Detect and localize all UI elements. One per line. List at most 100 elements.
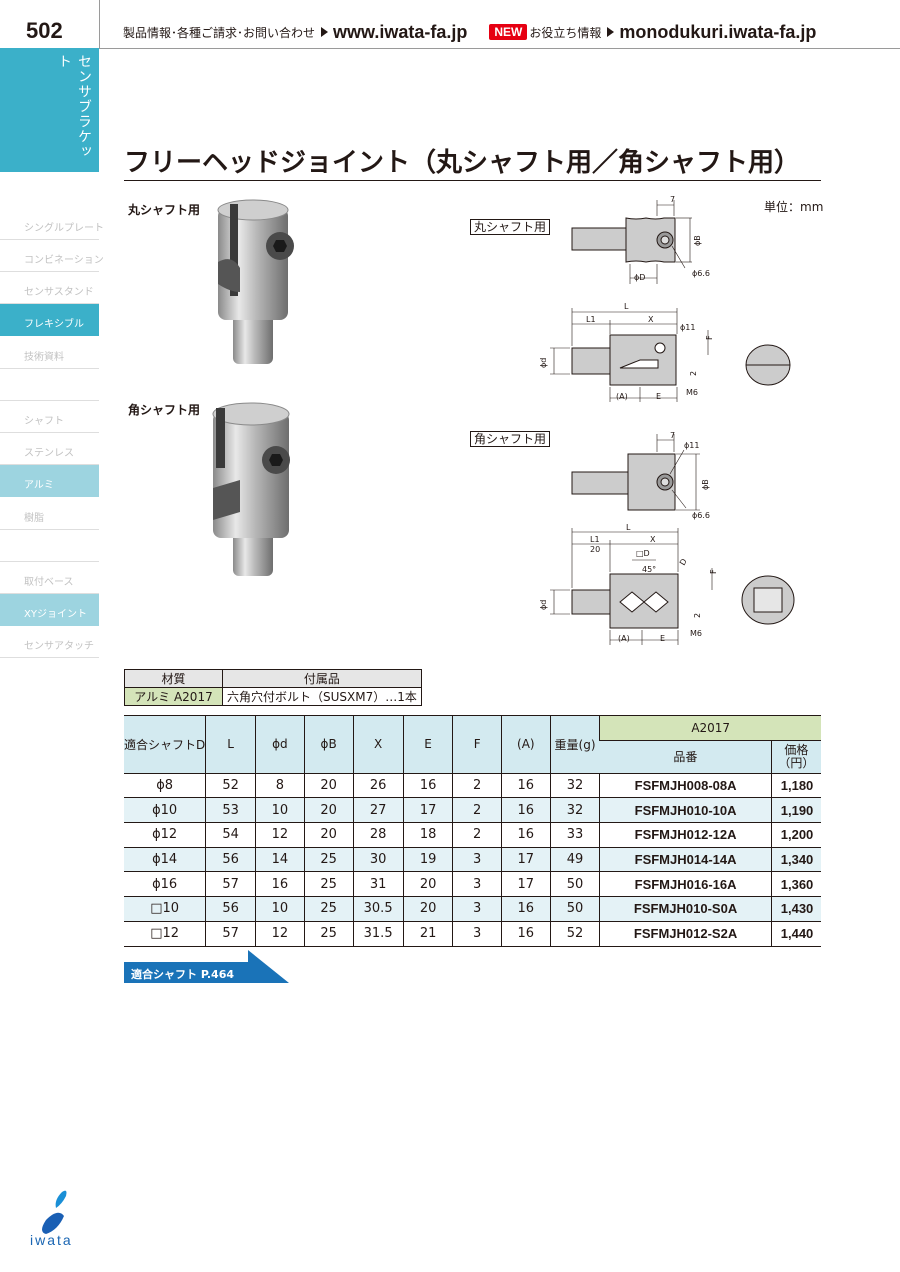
material-header: 材質 (124, 669, 223, 688)
dim-phiD-label: ϕD (634, 273, 645, 282)
iwata-logo (42, 1190, 67, 1234)
table-cell: 12 (254, 921, 305, 947)
dim-phi66-label: ϕ6.6 (692, 269, 710, 278)
col-header-X: X (352, 715, 404, 774)
round-front-view (571, 334, 677, 386)
category-tab[interactable]: センサブラケット (0, 48, 99, 172)
table-cell: 12 (254, 822, 305, 848)
sidebar-item[interactable]: シャフト (0, 401, 99, 433)
table-cell: 25 (303, 896, 354, 922)
square-shaft-photo (212, 402, 290, 576)
useful-info-text: お役立ち情報 (529, 25, 602, 40)
col-header-L: L (205, 715, 256, 774)
dim-Fb-label: F (709, 569, 718, 574)
table-cell: 25 (303, 871, 354, 898)
dim-7-label: 7 (670, 195, 675, 204)
sidebar-item[interactable]: シングルプレート (0, 208, 104, 240)
table-cell: 16 (500, 921, 551, 947)
category-tab-label: センサブラケット (56, 54, 92, 159)
sidebar-item[interactable] (0, 369, 99, 401)
table-cell: 17 (500, 847, 551, 873)
table-cell: 26 (352, 773, 404, 799)
round-top-view (571, 217, 676, 263)
dim-phidb-label: ϕd (539, 600, 548, 610)
sidebar-item[interactable]: 技術資料 (0, 337, 99, 369)
new-badge: NEW (489, 24, 528, 40)
table-cell: 14 (254, 847, 305, 873)
sidebar-item[interactable]: アルミ (0, 465, 99, 497)
table-cell: 25 (303, 921, 354, 947)
sidebar-item[interactable]: 樹脂 (0, 498, 99, 530)
dimension-drawings: 7 ϕB ϕD ϕ6.6 L L1 X ϕ11 F ϕd 2 M6 (A) E (539, 195, 795, 645)
dim-Xb-label: X (650, 535, 656, 544)
sidebar-item[interactable]: 取付ベース (0, 562, 99, 594)
main-url-link[interactable]: www.iwata-fa.jp (333, 21, 468, 42)
table-cell: 16 (500, 896, 551, 922)
dim-20-label: 20 (590, 545, 600, 554)
dim-2b-label: 2 (693, 613, 702, 618)
table-cell: ϕ14 (124, 847, 206, 873)
dim-phi11b-label: ϕ11 (684, 441, 699, 450)
part-number-cell: FSFMJH008-08A (599, 773, 772, 799)
sidebar-item[interactable]: センサアタッチ (0, 626, 99, 658)
accessory-value: 六角穴付ボルト（SUSXM7）…1本 (222, 687, 422, 706)
table-cell: 32 (549, 797, 600, 824)
table-cell: 54 (205, 822, 256, 848)
price-cell: 1,190 (770, 797, 821, 824)
col-header-part: 品番 (599, 739, 772, 774)
dim-phi11-label: ϕ11 (680, 323, 695, 332)
table-cell: 52 (205, 773, 256, 799)
part-number-cell: FSFMJH016-16A (599, 871, 772, 898)
table-cell: □10 (124, 896, 206, 922)
sidebar-item[interactable]: センサスタンド (0, 272, 99, 304)
table-cell: 33 (549, 822, 600, 848)
logo-wordmark: iwata (30, 1232, 73, 1248)
table-cell: 25 (303, 847, 354, 873)
table-cell: 21 (402, 921, 453, 947)
table-cell: ϕ12 (124, 822, 206, 848)
sidebar-item[interactable]: フレキシブル (0, 304, 99, 336)
square-top-view (571, 453, 676, 511)
table-cell: 50 (549, 896, 600, 922)
table-cell: 30.5 (352, 896, 404, 922)
dim-F-label: F (705, 335, 714, 340)
table-cell: 10 (254, 896, 305, 922)
col-header-phid: ϕd (254, 715, 305, 774)
table-cell: 16 (500, 822, 551, 848)
part-number-cell: FSFMJH010-10A (599, 797, 772, 824)
table-cell: 20 (303, 822, 354, 848)
arrow-right-icon (607, 27, 615, 37)
part-number-cell: FSFMJH014-14A (599, 847, 772, 873)
table-cell: 50 (549, 871, 600, 898)
sidebar-item[interactable] (0, 530, 99, 562)
dim-45-label: 45° (642, 565, 656, 574)
price-cell: 1,200 (770, 822, 821, 848)
header-rule (0, 48, 900, 49)
dim-A-label: (A) (616, 392, 628, 401)
dim-L2-label: L (626, 523, 631, 532)
table-cell: 19 (402, 847, 453, 873)
square-photo-label: 角シャフト用 (128, 403, 201, 417)
table-cell: 20 (303, 773, 354, 799)
unit-label: 単位：mm (764, 200, 824, 214)
round-diagram-label: 丸シャフト用 (470, 219, 551, 235)
round-photo-label: 丸シャフト用 (128, 203, 201, 217)
table-cell: ϕ16 (124, 871, 206, 898)
dim-L-label: L (624, 302, 629, 311)
price-cell: 1,340 (770, 847, 821, 873)
table-cell: 16 (500, 797, 551, 824)
sidebar-item[interactable]: ステンレス (0, 433, 99, 465)
sub-url-link[interactable]: monodukuri.iwata-fa.jp (619, 21, 817, 42)
shaft-reference-link[interactable]: 適合シャフト P.464 (131, 968, 235, 981)
sidebar-item[interactable]: XYジョイント (0, 594, 99, 626)
shaft-reference-badge[interactable] (124, 950, 289, 983)
part-number-cell: FSFMJH012-S2A (599, 921, 772, 947)
material-value: アルミ A2017 (124, 687, 223, 706)
table-cell: 57 (205, 871, 256, 898)
table-cell: 16 (402, 773, 453, 799)
sidebar-item[interactable]: コンビネーション (0, 240, 104, 272)
